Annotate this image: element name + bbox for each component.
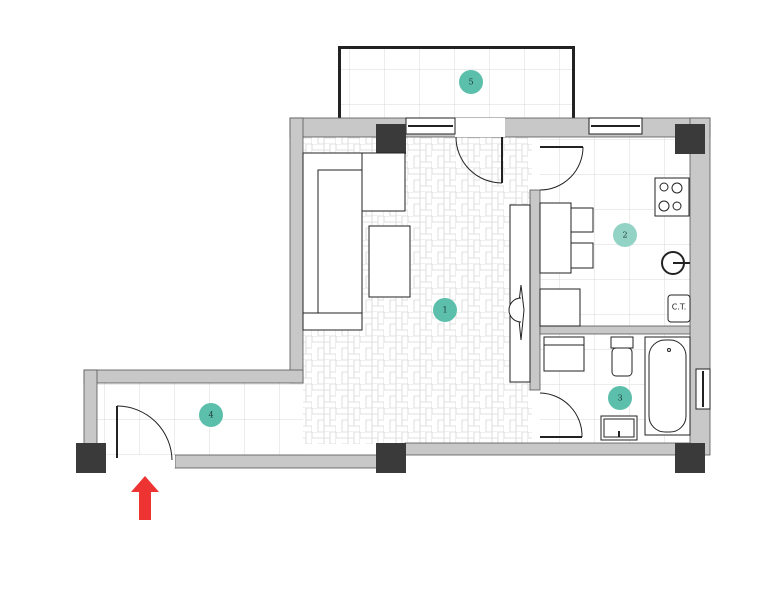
entrance-arrow-icon — [131, 476, 159, 520]
balcony-frame — [338, 46, 575, 118]
room-marker-1: 1 — [433, 298, 457, 322]
sofa — [302, 152, 406, 331]
room-marker-4: 4 — [199, 403, 223, 427]
room-label: 5 — [468, 78, 473, 87]
boiler-label: C.T. — [672, 303, 687, 312]
bathroom-door[interactable] — [539, 392, 583, 438]
kitchen-door[interactable] — [539, 146, 584, 191]
boiler-box: C.T. — [667, 294, 691, 323]
room-label: 3 — [617, 394, 622, 403]
room-marker-3: 3 — [608, 386, 632, 410]
bathroom-sink — [600, 415, 638, 441]
washing-machine — [543, 336, 585, 372]
kitchen-sink — [661, 251, 690, 275]
entrance-door[interactable] — [116, 405, 173, 461]
tv-unit — [508, 204, 531, 383]
dining-set — [539, 202, 594, 327]
bathtub — [644, 336, 691, 436]
coffee-table — [368, 225, 411, 298]
balcony-floor — [340, 48, 574, 118]
room-marker-2: 2 — [613, 223, 637, 247]
room-label: 1 — [442, 306, 447, 315]
room-label: 4 — [208, 411, 213, 420]
room-marker-5: 5 — [459, 70, 483, 94]
stove — [654, 177, 690, 217]
toilet — [610, 336, 634, 377]
pillars — [76, 124, 705, 473]
balcony-door[interactable] — [455, 136, 503, 184]
windows — [405, 117, 711, 410]
room-label: 2 — [622, 231, 627, 240]
